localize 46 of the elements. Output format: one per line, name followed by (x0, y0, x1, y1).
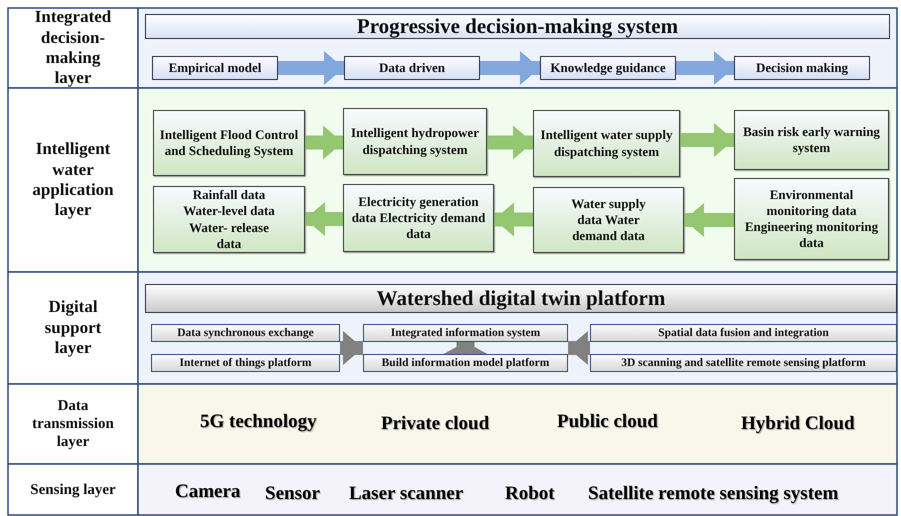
device-label: Satellite remote sensing system (588, 483, 838, 505)
technology-label: 5G technology (200, 411, 317, 433)
process-box: Environmental monitoring data Engineering monitoring data (734, 178, 889, 260)
block-arrow (305, 126, 343, 160)
process-box: Knowledge guidance (540, 56, 676, 80)
layer-label: Digital support layer (8, 272, 138, 384)
platform-banner: Watershed digital twin platform (145, 284, 897, 313)
block-arrow (305, 202, 343, 236)
process-box: Data driven (344, 56, 480, 80)
process-box: Intelligent hydropower dispatching system (343, 108, 487, 175)
technology-label: Hybrid Cloud (741, 413, 855, 435)
device-label: Camera (175, 481, 240, 503)
block-arrow (480, 51, 540, 85)
layer-label: Integrated decision-making layer (8, 8, 138, 88)
block-arrow (278, 51, 344, 85)
process-box: Intelligent water supply dispatching system (533, 110, 680, 177)
layer-label: Intelligent water application layer (8, 88, 138, 272)
process-box: Internet of things platform (151, 354, 340, 372)
layer-label: Sensing layer (8, 464, 138, 515)
process-box: Intelligent Flood Control and Scheduling System (153, 110, 305, 176)
block-arrow (680, 123, 734, 157)
process-box: Integrated information system (363, 324, 568, 342)
block-arrow (487, 126, 533, 160)
process-box: Electricity generation data Electricity demand data (343, 184, 494, 252)
technology-label: Private cloud (381, 413, 490, 435)
process-box: Build information model platform (363, 354, 568, 372)
block-arrow (444, 342, 488, 354)
technology-label: Public cloud (557, 411, 658, 433)
layer-label: Data transmission layer (8, 384, 138, 464)
system-banner: Progressive decision-making system (145, 14, 890, 39)
block-arrow (684, 203, 734, 237)
process-box: Data synchronous exchange (151, 324, 340, 342)
process-box: Basin risk early warning system (734, 110, 889, 170)
device-label: Robot (505, 483, 555, 505)
process-box: Decision making (734, 56, 870, 80)
block-arrow (494, 202, 533, 236)
process-box: Rainfall data Water-level data Water- release data (153, 186, 305, 253)
process-box: Empirical model (152, 56, 278, 80)
block-arrow (568, 331, 590, 365)
device-label: Laser scanner (349, 483, 464, 505)
process-box: Spatial data fusion and integration (590, 324, 897, 342)
process-box: Water supply data Water demand data (533, 187, 684, 253)
block-arrow (676, 51, 734, 85)
device-label: Sensor (265, 483, 320, 505)
block-arrow (340, 331, 363, 365)
process-box: 3D scanning and satellite remote sensing platform (590, 354, 897, 372)
